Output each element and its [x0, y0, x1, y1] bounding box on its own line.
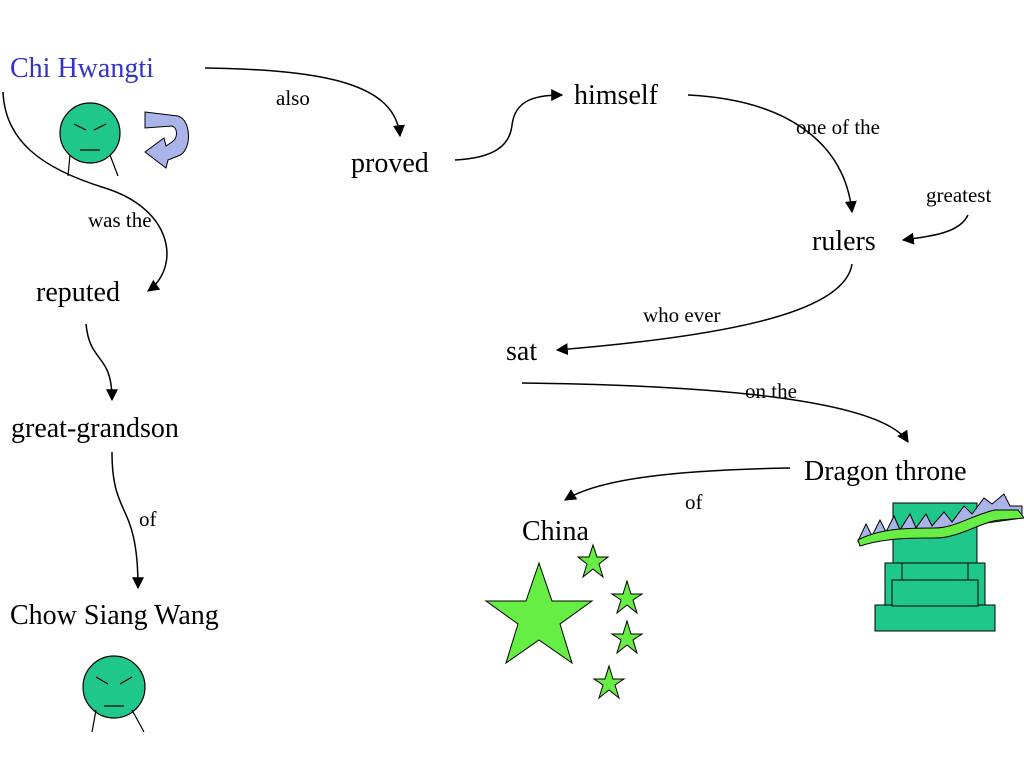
arrow-chi-to-reputed [2, 91, 168, 292]
node-china: China [522, 516, 589, 547]
face-icon [82, 655, 146, 733]
connector-greatest: greatest [926, 183, 992, 207]
node-chi-hwangti: Chi Hwangti [10, 53, 154, 84]
node-chow-siang-wang: Chow Siang Wang [10, 600, 219, 631]
arrow-rulers-to-sat [555, 263, 853, 356]
star-icon [610, 619, 644, 655]
star-icon [484, 561, 594, 665]
star-icon [576, 543, 610, 579]
arrow-greatest-to-rulers [901, 214, 969, 245]
arrow-reputed-to-grandson [85, 323, 118, 402]
node-sat: sat [506, 336, 538, 367]
arrow-proved-to-himself [454, 89, 564, 161]
connector-also: also [276, 86, 310, 110]
connector-of-throne: of [685, 490, 703, 514]
node-himself: himself [574, 80, 658, 111]
star-icon [592, 664, 626, 700]
dragon-icon [857, 493, 1024, 547]
arrow-sat-to-throne [521, 382, 909, 444]
star-icon [610, 579, 644, 615]
face-icon [59, 102, 121, 177]
connector-one-of-the: one of the [796, 115, 880, 139]
connector-of-grandson: of [139, 507, 157, 531]
connector-on-the: on the [745, 379, 797, 403]
connector-who-ever: who ever [643, 303, 721, 327]
connector-was-the: was the [88, 208, 152, 232]
node-dragon-throne: Dragon throne [804, 456, 967, 487]
node-great-grandson: great-grandson [11, 413, 179, 444]
arrow-chi-to-proved [204, 67, 405, 138]
node-reputed: reputed [36, 277, 120, 308]
arrow-himself-to-rulers [687, 94, 857, 214]
node-proved: proved [351, 148, 429, 179]
arrow-grandson-to-chow [111, 451, 144, 590]
arrow-throne-to-china [563, 467, 791, 501]
node-rulers: rulers [812, 226, 876, 257]
curved-arrow-icon [144, 111, 189, 169]
